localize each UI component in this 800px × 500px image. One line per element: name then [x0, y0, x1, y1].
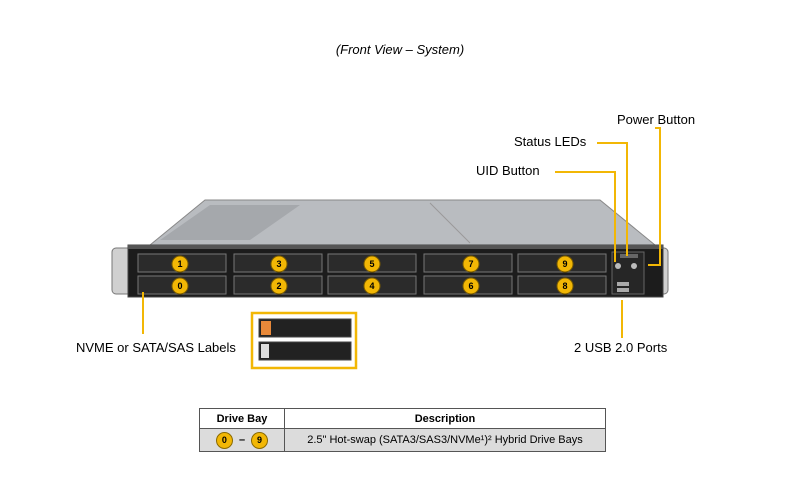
- bay-badge-2: 2: [270, 277, 288, 295]
- bay-badge-0: 0: [171, 277, 189, 295]
- uid-button-shape: [615, 263, 621, 269]
- drive-labels-label: NVME or SATA/SAS Labels: [76, 340, 236, 355]
- control-panel: [611, 251, 645, 295]
- range-separator: –: [238, 434, 246, 446]
- bay-badge-1: 1: [171, 255, 189, 273]
- bay-badge-6: 6: [462, 277, 480, 295]
- header-drive-bay: Drive Bay: [199, 408, 285, 429]
- bay-badge-4: 4: [363, 277, 381, 295]
- svg-text:3: 3: [276, 259, 281, 269]
- bay-start-badge: 0: [215, 431, 233, 449]
- status-leds-leader: [597, 142, 628, 256]
- svg-text:6: 6: [468, 281, 473, 291]
- table-header-row: Drive Bay Description: [199, 408, 606, 429]
- inset-sata-label: [261, 344, 269, 358]
- chassis-top-shade: [160, 205, 300, 240]
- drive-bay-table: Drive Bay Description 0 – 9 2.5" Hot-swa…: [199, 408, 606, 452]
- figure-caption: (Front View – System): [335, 42, 465, 57]
- bay-badge-7: 7: [462, 255, 480, 273]
- status-leds-label: Status LEDs: [514, 134, 587, 149]
- power-button-shape: [631, 263, 637, 269]
- usb-port-2: [617, 288, 629, 292]
- bay-description-cell: 2.5" Hot-swap (SATA3/SAS3/NVMe¹)² Hybrid…: [284, 428, 606, 452]
- svg-text:5: 5: [369, 259, 374, 269]
- uid-button-leader: [555, 171, 616, 262]
- svg-text:4: 4: [369, 281, 374, 291]
- bay-badge-3: 3: [270, 255, 288, 273]
- inset-nvme-label: [261, 321, 271, 335]
- svg-text:9: 9: [562, 259, 567, 269]
- bay-badge-8: 8: [556, 277, 574, 295]
- inset-sata-tray: [258, 341, 352, 361]
- inset-nvme-tray: [258, 318, 352, 338]
- svg-text:7: 7: [468, 259, 473, 269]
- svg-text:8: 8: [562, 281, 567, 291]
- svg-text:1: 1: [177, 259, 182, 269]
- table-row: 0 – 9 2.5" Hot-swap (SATA3/SAS3/NVMe¹)² …: [199, 428, 606, 452]
- bay-badge-9: 9: [556, 255, 574, 273]
- cover-seam: [429, 202, 471, 244]
- svg-text:0: 0: [177, 281, 182, 291]
- bay-badge-5: 5: [363, 255, 381, 273]
- status-led-bar: [620, 254, 638, 258]
- usb-ports-label: 2 USB 2.0 Ports: [574, 340, 668, 355]
- power-button-label: Power Button: [617, 112, 696, 127]
- uid-button-label: UID Button: [476, 163, 540, 178]
- bay-range-cell: 0 – 9: [199, 428, 285, 452]
- bay-end-badge: 9: [251, 431, 269, 449]
- bezel-top-edge: [128, 245, 663, 249]
- power-button-leader: [648, 127, 661, 266]
- svg-text:2: 2: [276, 281, 281, 291]
- header-description: Description: [284, 408, 606, 429]
- callout-lines: [142, 127, 661, 338]
- usb-port-1: [617, 282, 629, 286]
